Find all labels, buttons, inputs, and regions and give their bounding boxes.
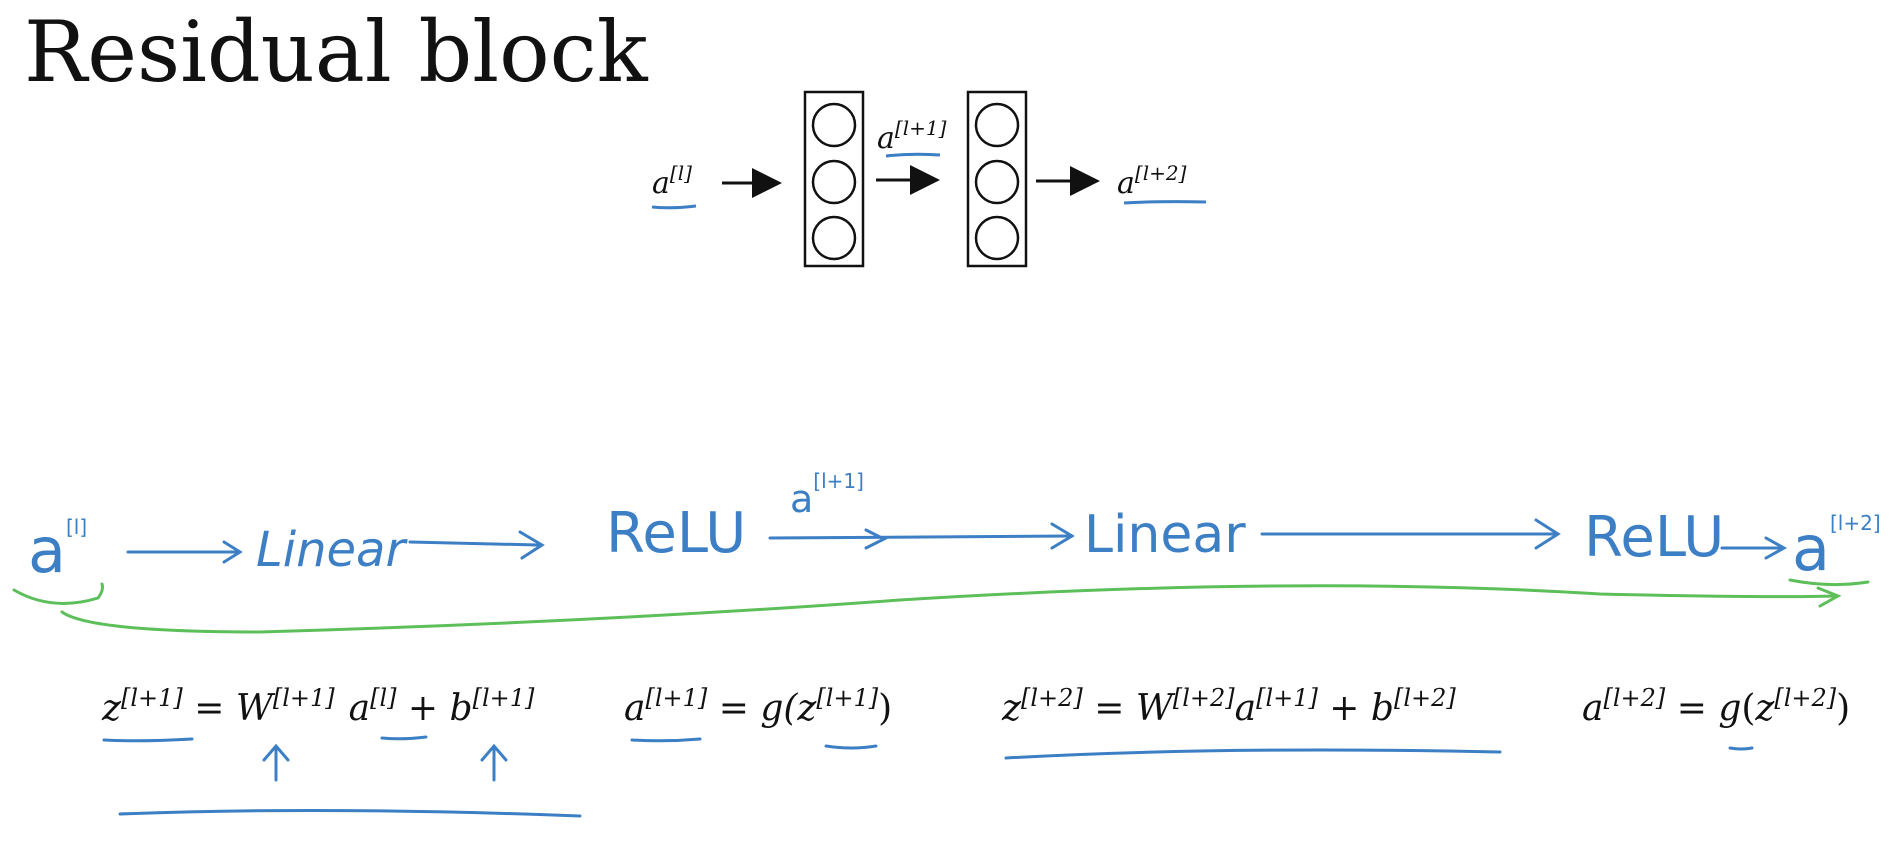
skip-bracket-left <box>12 582 104 605</box>
underline-a-l1-eq2 <box>630 737 702 743</box>
handwritten-flow: a[l] Linear ReLU a[l+1] Linear ReLU a[l+… <box>28 469 1881 587</box>
layer2-neuron <box>974 215 1020 261</box>
skip-bracket-right <box>1788 578 1870 587</box>
underline-output <box>1123 200 1207 205</box>
underline-z-l1-eq2 <box>824 744 878 750</box>
equation-z-l1: z[l+1] = W[l+1]a[l] + b[l+1] <box>101 684 535 729</box>
equation-a-l2: a[l+2] = g(z[l+2]) <box>1582 684 1850 729</box>
underline-eq3-full <box>1004 748 1502 760</box>
slide-title: Residual block <box>24 3 648 101</box>
hand-arrowhead-3 <box>1050 522 1075 550</box>
equation-annotations <box>102 735 1754 818</box>
underline-a-l-eq1 <box>380 735 428 741</box>
layer2-neuron <box>974 159 1020 205</box>
hand-linear-2: Linear <box>1084 505 1246 565</box>
hand-a-l2: a[l+2] <box>1792 511 1881 585</box>
underline-eq1-full <box>118 808 582 818</box>
equation-z-l2: z[l+2] = W[l+2]a[l+1] + b[l+2] <box>1001 684 1456 729</box>
skip-connection-line <box>60 584 1838 634</box>
hand-arrow-3 <box>768 534 1072 540</box>
equations: z[l+1] = W[l+1]a[l] + b[l+1] a[l+1] = g(… <box>101 684 1850 729</box>
hand-arrowhead-3b <box>864 528 888 550</box>
hand-relu-2: ReLU <box>1584 505 1724 570</box>
hand-arrow-2 <box>408 540 540 547</box>
layer2-box <box>966 90 1028 268</box>
layer1-neuron <box>811 102 857 148</box>
underline-middle <box>885 152 941 158</box>
skip-arrowhead <box>1816 586 1842 608</box>
network-diagram: a[l] a[l+1] a[l+2] <box>651 90 1207 268</box>
layer1-neuron <box>811 215 857 261</box>
underline-input <box>651 204 697 210</box>
layer1-neuron <box>811 159 857 205</box>
underline-z-l1 <box>102 737 194 743</box>
input-activation-label: a[l] <box>652 161 692 201</box>
hand-a-l1: a[l+1] <box>790 469 864 521</box>
hand-relu-1: ReLU <box>606 501 746 566</box>
layer2-neuron <box>974 102 1020 148</box>
hand-a-l: a[l] <box>28 514 87 587</box>
up-arrowhead-w <box>262 743 290 762</box>
hand-linear-1: Linear <box>256 522 408 578</box>
hand-arrowhead-1 <box>222 540 243 564</box>
hand-arrowhead-2 <box>518 530 545 560</box>
hand-arrowhead-5 <box>1764 536 1788 560</box>
layer1-box <box>803 90 865 268</box>
underline-g-eq4 <box>1728 746 1754 751</box>
middle-activation-label: a[l+1] <box>877 116 947 156</box>
equation-a-l1: a[l+1] = g(z[l+1]) <box>624 684 892 729</box>
up-arrowhead-b <box>480 743 508 762</box>
output-activation-label: a[l+2] <box>1117 161 1187 201</box>
hand-arrowhead-4 <box>1534 518 1561 550</box>
skip-connection <box>12 578 1870 634</box>
